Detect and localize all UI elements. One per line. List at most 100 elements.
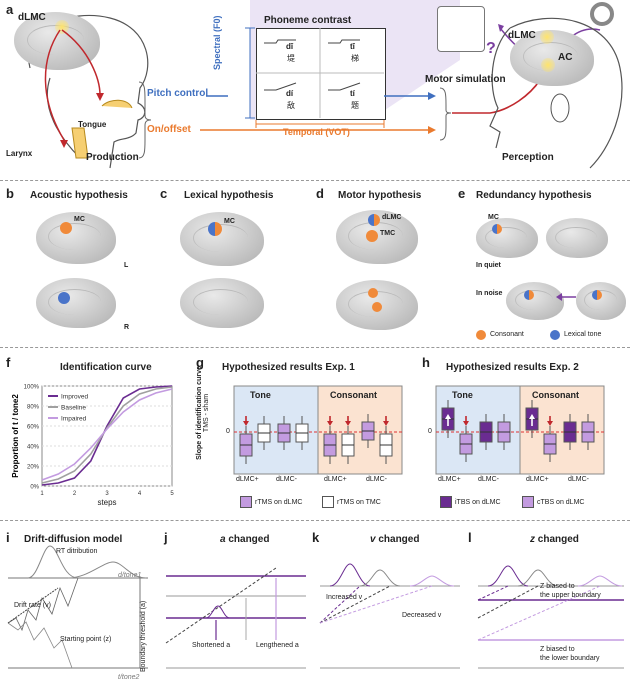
panel-h-consonant-label: Consonant <box>532 390 579 400</box>
cell-3-char: 敌 <box>287 101 295 110</box>
panel-k-ddm <box>319 563 460 669</box>
y-tick-label: 0% <box>30 485 39 491</box>
panel-h-legend-2: cTBS on dLMC <box>522 496 584 508</box>
effect-arrowhead <box>383 421 389 426</box>
panel-b-L-label: L <box>124 262 129 269</box>
legend-label-baseline: Baseline <box>61 405 86 412</box>
panel-l-lower-line2: the lower boundary <box>540 655 600 662</box>
panel-d-dlmc-dot <box>368 214 380 226</box>
panel-g-legend-2-swatch <box>322 496 334 508</box>
panel-g-legend-1-text: rTMS on dLMC <box>255 498 303 506</box>
effect-arrowhead <box>345 421 351 426</box>
panel-h-label: h <box>422 355 430 370</box>
panel-g-label: g <box>196 355 204 370</box>
panel-a-label: a <box>6 2 14 17</box>
phoneme-cells <box>256 28 384 118</box>
panel-i-t-tone2: t/tone2 <box>118 674 140 681</box>
panel-l-upper-line2: the upper boundary <box>540 592 601 599</box>
motor-arrows-left <box>44 29 104 148</box>
panel-e-noise-dot-2 <box>592 290 602 300</box>
production-brace <box>138 81 152 159</box>
panel-g-tone-label: Tone <box>250 390 271 400</box>
panel-g-consonant-label: Consonant <box>330 390 377 400</box>
speech-bubble <box>437 6 485 52</box>
panel-i-title: Drift-diffusion model <box>24 534 123 545</box>
panel-k-increased-text: Increased v <box>326 594 363 601</box>
panel-l-lower: Z biased to the lower boundary <box>540 645 600 663</box>
y-tick-label: 100% <box>24 385 40 391</box>
panel-b-label: b <box>6 186 14 201</box>
x-tick-label: 5 <box>170 491 174 497</box>
y-tick-label: 80% <box>27 405 40 411</box>
panel-l-lower-line1: Z biased to <box>540 646 575 653</box>
panel-g-tick-4: dLMC- <box>366 476 388 483</box>
tongue-label: Tongue <box>78 120 107 129</box>
legend-label-improved: Improved <box>61 394 88 401</box>
panel-h-legend-1-text: iTBS on dLMC <box>455 498 501 506</box>
legend-consonant-dot <box>476 330 486 340</box>
panel-c-brain-top <box>180 212 264 266</box>
panel-c-title: Lexical hypothesis <box>184 190 274 201</box>
cell-3-pinyin: dí <box>286 89 294 98</box>
panel-e-noise-brain-2 <box>576 282 626 320</box>
pitch-control-label: Pitch control <box>147 88 209 99</box>
panel-d-bottom-dot-1 <box>368 288 378 298</box>
cell-2-char: 梯 <box>351 54 359 63</box>
production-label: Production <box>86 152 139 163</box>
panel-i-label: i <box>6 530 10 545</box>
motor-simulation-label: Motor simulation <box>425 74 506 85</box>
panel-i-d-tone1: d/tone1 <box>118 572 142 579</box>
axis-brackets <box>245 27 385 128</box>
panel-j-title-var: a <box>220 534 226 545</box>
cell-1-char: 堤 <box>287 54 295 63</box>
panel-c-mc-label: MC <box>224 218 235 225</box>
panel-h-boxplot <box>435 385 605 475</box>
panel-k-decreased-text: Decreased v <box>402 612 442 619</box>
effect-arrowhead <box>463 421 469 426</box>
y-tick-label: 40% <box>27 445 40 451</box>
panel-l-title-rest: changed <box>535 534 579 545</box>
y-axis-label: Proportion of t / tone2 <box>11 394 20 478</box>
panel-g-legend-1-swatch <box>240 496 252 508</box>
legend-tone-label: Lexical tone <box>564 331 602 338</box>
dlmc-right-label: dLMC <box>508 30 536 41</box>
legend-tone-dot <box>550 330 560 340</box>
effect-arrowhead <box>243 421 249 426</box>
panel-h-legend-2-swatch <box>522 496 534 508</box>
separator-1 <box>0 180 630 181</box>
on-offset-label: On/offset <box>147 124 191 135</box>
panel-c-label: c <box>160 186 168 201</box>
panel-g-ylabel: Slope of identification curve TMS - sham <box>196 358 210 468</box>
panel-k-increased: Increased v <box>326 594 362 601</box>
x-axis-label: steps <box>97 498 116 507</box>
panel-b-mc-label: MC <box>74 216 85 223</box>
panel-b-R-label: R <box>124 324 130 331</box>
dlmc-right-glow <box>540 30 554 44</box>
panel-l-upper: Z biased to the upper boundary <box>540 582 601 600</box>
legend-consonant-label: Consonant <box>490 331 524 338</box>
cell-1-pinyin: dī <box>286 42 294 51</box>
panel-d-tmc-dot <box>366 230 378 242</box>
panel-d-tmc-label: TMC <box>380 230 396 237</box>
panel-e-noise-arrow <box>556 293 576 301</box>
panel-h-tick-3: dLMC+ <box>526 476 549 483</box>
effect-arrowhead <box>529 414 535 419</box>
larynx-label: Larynx <box>6 149 33 158</box>
panel-j-title: a changed <box>220 534 269 545</box>
panel-l-upper-line1: Z biased to <box>540 583 575 590</box>
series-line-impaired <box>41 388 173 481</box>
panel-d-bottom-dot-2 <box>372 302 382 312</box>
question-mark: ? <box>486 40 496 57</box>
y-tick-label: 60% <box>27 425 40 431</box>
separator-2 <box>0 347 630 348</box>
ac-label: AC <box>558 52 573 63</box>
panel-b-title: Acoustic hypothesis <box>30 190 128 201</box>
panel-e-quiet-brain-2 <box>546 218 608 258</box>
panel-g-tick-2: dLMC- <box>276 476 298 483</box>
panel-h-tick-1: dLMC+ <box>438 476 461 483</box>
panel-g-legend-2-text: rTMS on TMC <box>337 498 381 506</box>
panel-h-legend-1-swatch <box>440 496 452 508</box>
right-head-illustration <box>489 17 623 169</box>
panel-g-legend-2: rTMS on TMC <box>322 496 381 508</box>
panel-g-zero: 0 <box>226 428 230 435</box>
